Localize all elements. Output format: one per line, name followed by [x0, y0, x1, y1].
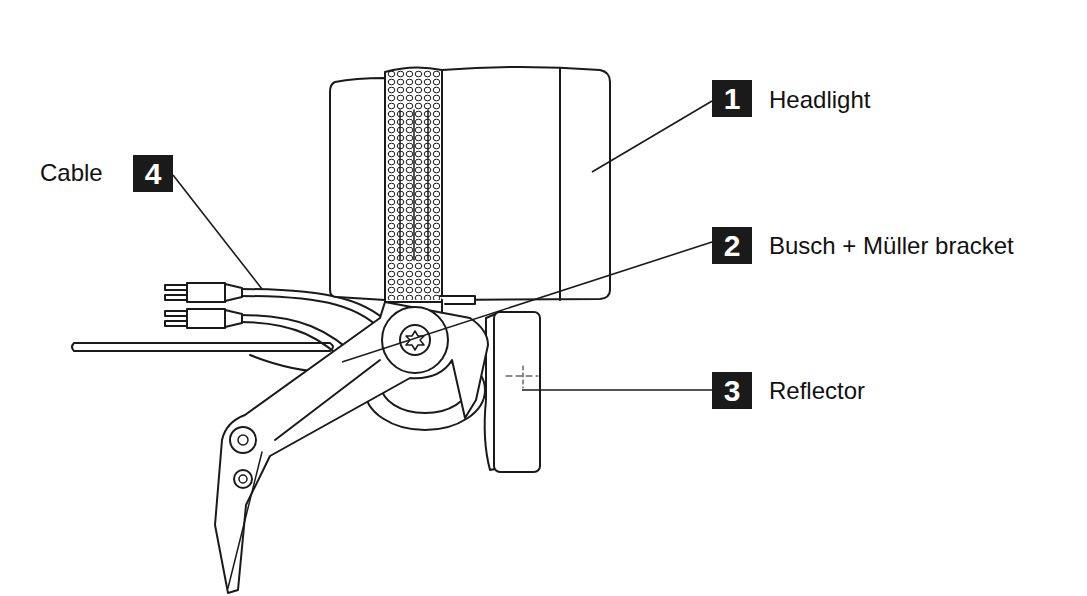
part-name: Reflector: [769, 377, 865, 406]
callout-number: 3: [712, 372, 752, 409]
part-name: Headlight: [769, 86, 870, 115]
mounting-rod: [72, 343, 333, 351]
callout-number: 1: [712, 80, 752, 117]
part-name: Cable: [40, 159, 103, 188]
leader-lines: [173, 101, 712, 390]
reflector: [485, 312, 540, 472]
callout-number: 4: [133, 155, 173, 192]
headlight-housing: [330, 67, 610, 330]
bracket-arm: [215, 302, 488, 593]
callout-number: 2: [712, 227, 752, 264]
part-name: Busch + Müller bracket: [769, 232, 1014, 261]
cable-plugs: [165, 283, 242, 328]
